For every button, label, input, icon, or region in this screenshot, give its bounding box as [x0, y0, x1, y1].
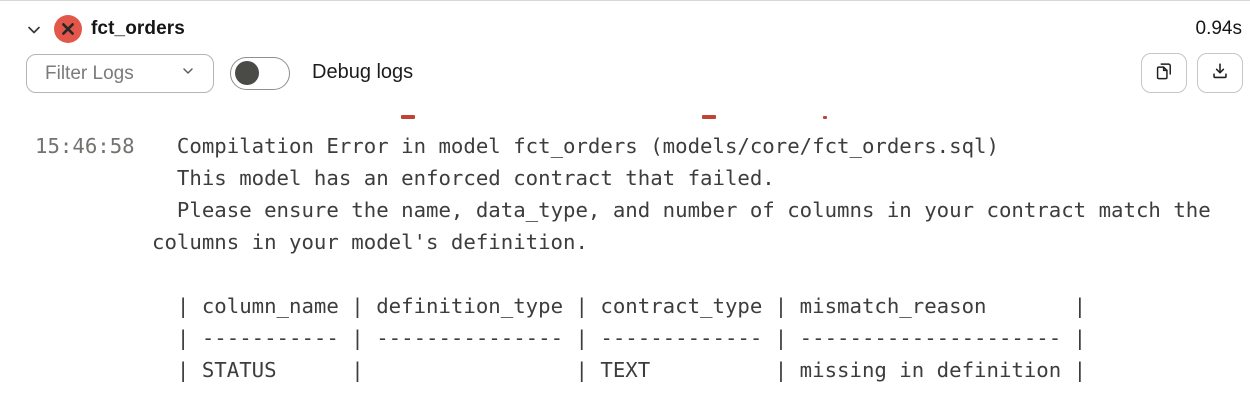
error-circle-x-icon: [53, 14, 83, 44]
chevron-down-icon: [180, 63, 196, 84]
run-duration: 0.94s: [1195, 18, 1242, 39]
clipped-red-text-fragment: [823, 116, 827, 119]
debug-logs-label: Debug logs: [312, 61, 414, 83]
log-output-area[interactable]: 15:46:58 Compilation Error in model fct_…: [0, 101, 1250, 404]
filter-logs-label: Filter Logs: [45, 62, 134, 84]
filter-logs-dropdown[interactable]: Filter Logs: [26, 54, 214, 93]
download-logs-button[interactable]: [1197, 53, 1243, 93]
compilation-error-message: Compilation Error in model fct_orders (m…: [152, 134, 1211, 382]
clipped-red-text-fragment: [702, 115, 716, 119]
copy-logs-button[interactable]: [1141, 53, 1187, 93]
collapse-chevron-down-icon[interactable]: [24, 20, 44, 40]
debug-logs-toggle[interactable]: [230, 57, 290, 90]
clipped-red-text-fragment: [401, 115, 415, 119]
log-timestamp: 15:46:58: [35, 134, 135, 158]
copy-icon: [1153, 60, 1175, 87]
toggle-knob: [235, 61, 259, 85]
download-icon: [1209, 60, 1231, 87]
model-title: fct_orders: [91, 18, 185, 39]
